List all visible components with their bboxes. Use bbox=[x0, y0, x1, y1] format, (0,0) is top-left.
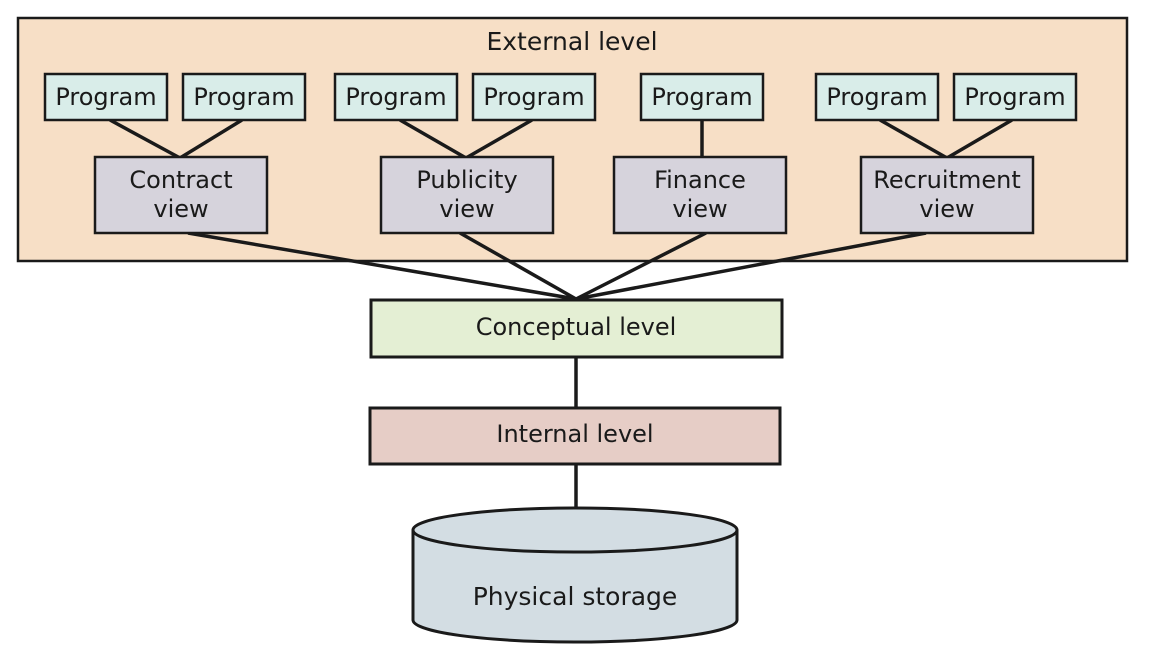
cylinder-top bbox=[411, 506, 739, 554]
program-box: Program bbox=[814, 72, 940, 122]
connector-contract-conceptual bbox=[187, 231, 577, 301]
view-boxes: Contract view Publicity view Finance vie… bbox=[93, 155, 1035, 235]
program-box: Program bbox=[471, 72, 597, 122]
recruitment-view-label-line2: view bbox=[919, 195, 974, 223]
connector-program-1-contract bbox=[109, 118, 181, 160]
internal-level-box: Internal level bbox=[368, 406, 782, 466]
recruitment-view-box: Recruitment view bbox=[859, 155, 1035, 235]
contract-view-box: Contract view bbox=[93, 155, 269, 235]
publicity-view-label-line2: view bbox=[439, 195, 494, 223]
finance-view-label-line2: view bbox=[672, 195, 727, 223]
connector-program-6-recruitment bbox=[879, 118, 948, 160]
program-box: Program bbox=[43, 72, 169, 122]
program-label: Program bbox=[55, 83, 156, 111]
program-label: Program bbox=[193, 83, 294, 111]
program-label: Program bbox=[826, 83, 927, 111]
program-label: Program bbox=[651, 83, 752, 111]
contract-view-label-line2: view bbox=[153, 195, 208, 223]
physical-storage-label: Physical storage bbox=[473, 582, 678, 611]
connector-program-2-contract bbox=[179, 118, 243, 160]
view-conceptual-connectors bbox=[187, 231, 927, 508]
connector-finance-conceptual bbox=[575, 231, 707, 301]
conceptual-level-label: Conceptual level bbox=[476, 313, 677, 341]
connector-program-4-publicity bbox=[465, 118, 533, 160]
connector-program-3-publicity bbox=[399, 118, 467, 160]
recruitment-view-label-line1: Recruitment bbox=[873, 166, 1020, 194]
program-boxes: Program Program Program Program Program … bbox=[43, 72, 1078, 122]
program-label: Program bbox=[483, 83, 584, 111]
program-box: Program bbox=[333, 72, 459, 122]
program-label: Program bbox=[964, 83, 1065, 111]
finance-view-box: Finance view bbox=[612, 155, 788, 235]
program-view-connectors bbox=[109, 118, 1013, 160]
internal-level-label: Internal level bbox=[496, 420, 653, 448]
program-label: Program bbox=[345, 83, 446, 111]
publicity-view-box: Publicity view bbox=[379, 155, 555, 235]
conceptual-level-box: Conceptual level bbox=[369, 298, 784, 359]
connector-program-7-recruitment bbox=[946, 118, 1013, 160]
physical-storage-cylinder: Physical storage bbox=[411, 506, 739, 644]
connector-recruitment-conceptual bbox=[575, 231, 927, 301]
program-box: Program bbox=[952, 72, 1078, 122]
external-level-title: External level bbox=[486, 27, 657, 56]
connector-publicity-conceptual bbox=[459, 231, 577, 301]
finance-view-label-line1: Finance bbox=[654, 166, 746, 194]
contract-view-label-line1: Contract bbox=[129, 166, 232, 194]
cylinder-body bbox=[411, 530, 739, 644]
program-box: Program bbox=[181, 72, 307, 122]
program-box: Program bbox=[639, 72, 765, 122]
publicity-view-label-line1: Publicity bbox=[416, 166, 517, 194]
